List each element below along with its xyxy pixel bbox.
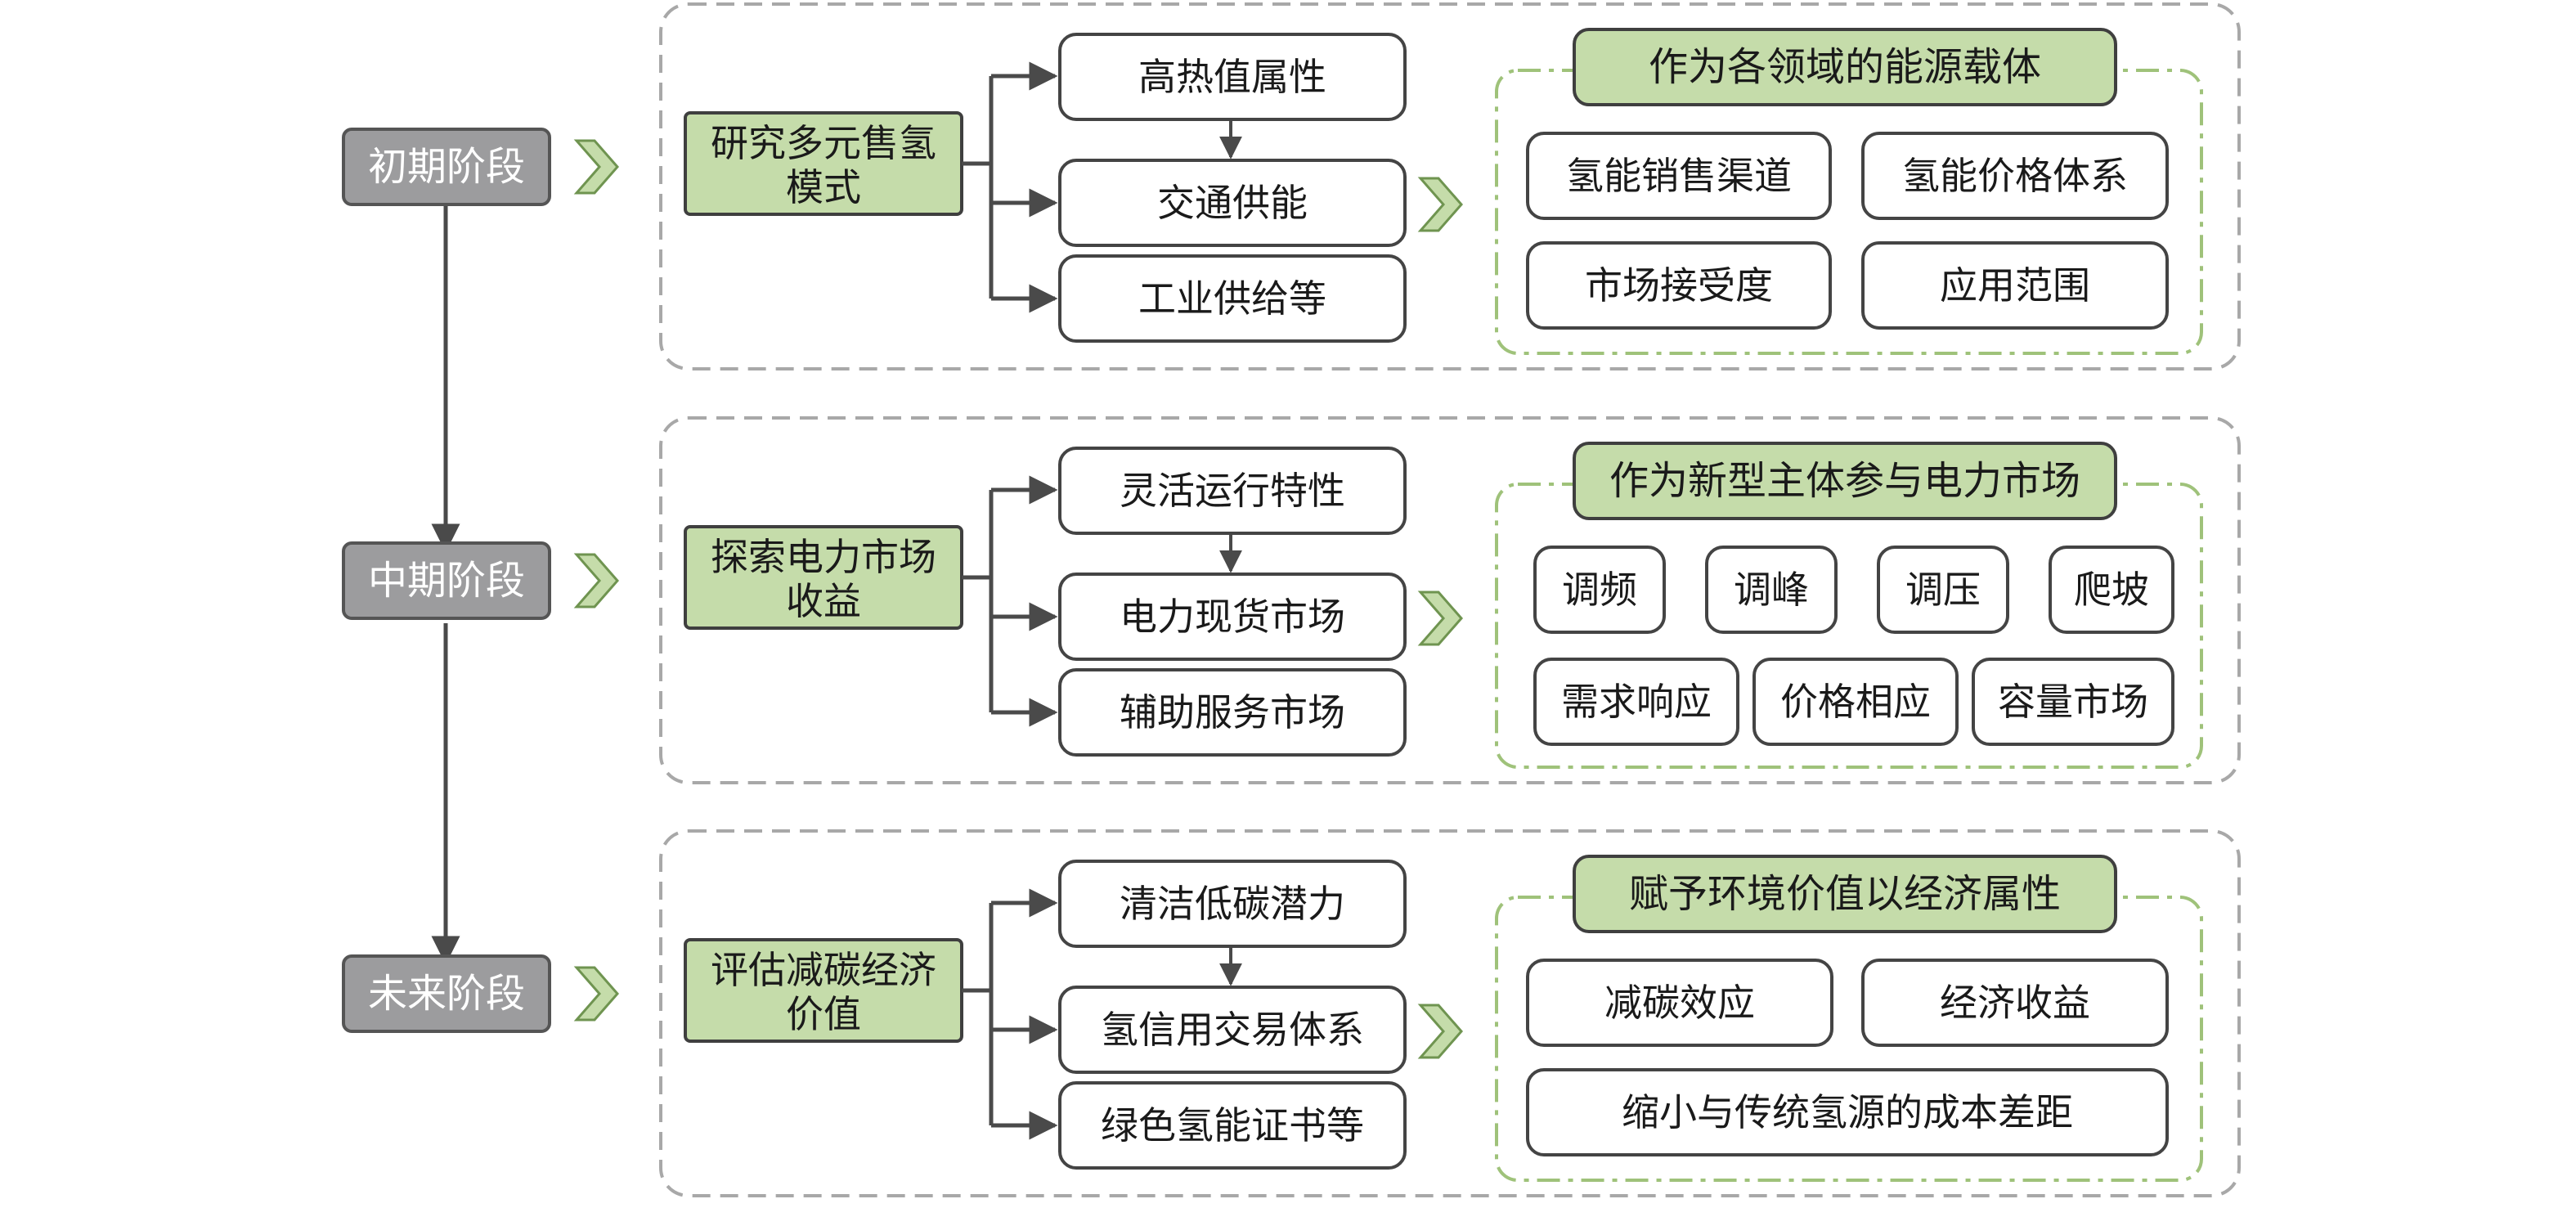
stage-frame	[659, 2, 2241, 370]
result-title-box	[1573, 28, 2117, 106]
stage-chevron-icon	[573, 139, 619, 195]
result-item-label-3: 调压	[1905, 568, 1981, 612]
result-item-label-4: 应用范围	[1940, 263, 2090, 308]
step-label-1: 灵活运行特性	[1120, 469, 1345, 513]
result-title-box	[1573, 442, 2117, 520]
result-title: 作为新型主体参与电力市场	[1609, 458, 2080, 504]
stage-label: 初期阶段	[368, 144, 525, 190]
result-item-label-1: 调频	[1562, 568, 1637, 612]
stage-frame	[659, 829, 2241, 1197]
result-item-box-4	[1861, 241, 2169, 330]
result-item-box-2	[1861, 959, 2169, 1047]
step-box-3	[1058, 1081, 1407, 1170]
step-label-3: 绿色氢能证书等	[1101, 1103, 1364, 1147]
step-chevron-icon	[1417, 591, 1463, 646]
result-title: 赋予环境价值以经济属性	[1629, 871, 2061, 917]
result-item-box-5	[1533, 658, 1739, 746]
result-item-box-4	[2049, 546, 2174, 634]
step-box-1	[1058, 33, 1407, 121]
result-item-label-4: 爬坡	[2074, 568, 2149, 612]
result-item-label-3: 市场接受度	[1585, 263, 1773, 308]
step-label-1: 高热值属性	[1138, 55, 1326, 99]
topic-line-2: 模式	[786, 165, 861, 209]
result-item-label-2: 氢能价格体系	[1902, 154, 2128, 198]
step-label-2: 交通供能	[1157, 181, 1308, 225]
topic-line-1: 评估减碳经济	[711, 948, 936, 992]
step-box-2	[1058, 159, 1407, 247]
result-item-box-3	[1877, 546, 2009, 634]
step-label-1: 清洁低碳潜力	[1120, 882, 1345, 926]
result-item-box-1	[1533, 546, 1666, 634]
stage-label: 中期阶段	[368, 558, 525, 604]
stage-label: 未来阶段	[368, 971, 525, 1017]
step-box-2	[1058, 573, 1407, 661]
result-item-box-1	[1526, 959, 1833, 1047]
result-item-label-2: 调峰	[1734, 568, 1809, 612]
stage-label-box	[342, 954, 551, 1033]
stage-frame	[659, 416, 2241, 784]
step-box-3	[1058, 668, 1407, 757]
result-item-label-3: 缩小与传统氢源的成本差距	[1622, 1090, 2073, 1134]
result-item-label-1: 减碳效应	[1604, 981, 1755, 1025]
topic-line-1: 研究多元售氢	[711, 121, 936, 165]
step-chevron-icon	[1417, 177, 1463, 232]
step-label-3: 工业供给等	[1138, 276, 1326, 321]
stage-label-box	[342, 541, 551, 620]
step-box-1	[1058, 447, 1407, 535]
result-item-box-3	[1526, 241, 1832, 330]
result-item-label-5: 需求响应	[1561, 680, 1712, 724]
topic-line-2: 价值	[786, 992, 861, 1036]
result-item-label-7: 容量市场	[1998, 680, 2148, 724]
step-box-3	[1058, 254, 1407, 343]
step-box-1	[1058, 860, 1407, 948]
result-item-label-2: 经济收益	[1940, 981, 2090, 1025]
result-item-box-3	[1526, 1068, 2169, 1156]
stage-label-box	[342, 128, 551, 206]
result-item-label-1: 氢能销售渠道	[1566, 154, 1792, 198]
result-item-box-1	[1526, 132, 1832, 220]
result-item-box-2	[1705, 546, 1838, 634]
topic-line-1: 探索电力市场	[711, 535, 936, 579]
result-item-box-7	[1972, 658, 2174, 746]
step-chevron-icon	[1417, 1004, 1463, 1059]
step-box-2	[1058, 986, 1407, 1074]
result-title-box	[1573, 855, 2117, 933]
result-item-box-2	[1861, 132, 2169, 220]
step-label-2: 电力现货市场	[1120, 595, 1345, 639]
stage-chevron-icon	[573, 553, 619, 608]
result-item-box-6	[1752, 658, 1959, 746]
step-label-2: 氢信用交易体系	[1101, 1008, 1364, 1052]
step-label-3: 辅助服务市场	[1120, 690, 1345, 734]
result-title: 作为各领域的能源载体	[1649, 44, 2041, 90]
stage-chevron-icon	[573, 966, 619, 1022]
result-item-label-6: 价格相应	[1780, 680, 1931, 724]
topic-line-2: 收益	[786, 579, 861, 623]
